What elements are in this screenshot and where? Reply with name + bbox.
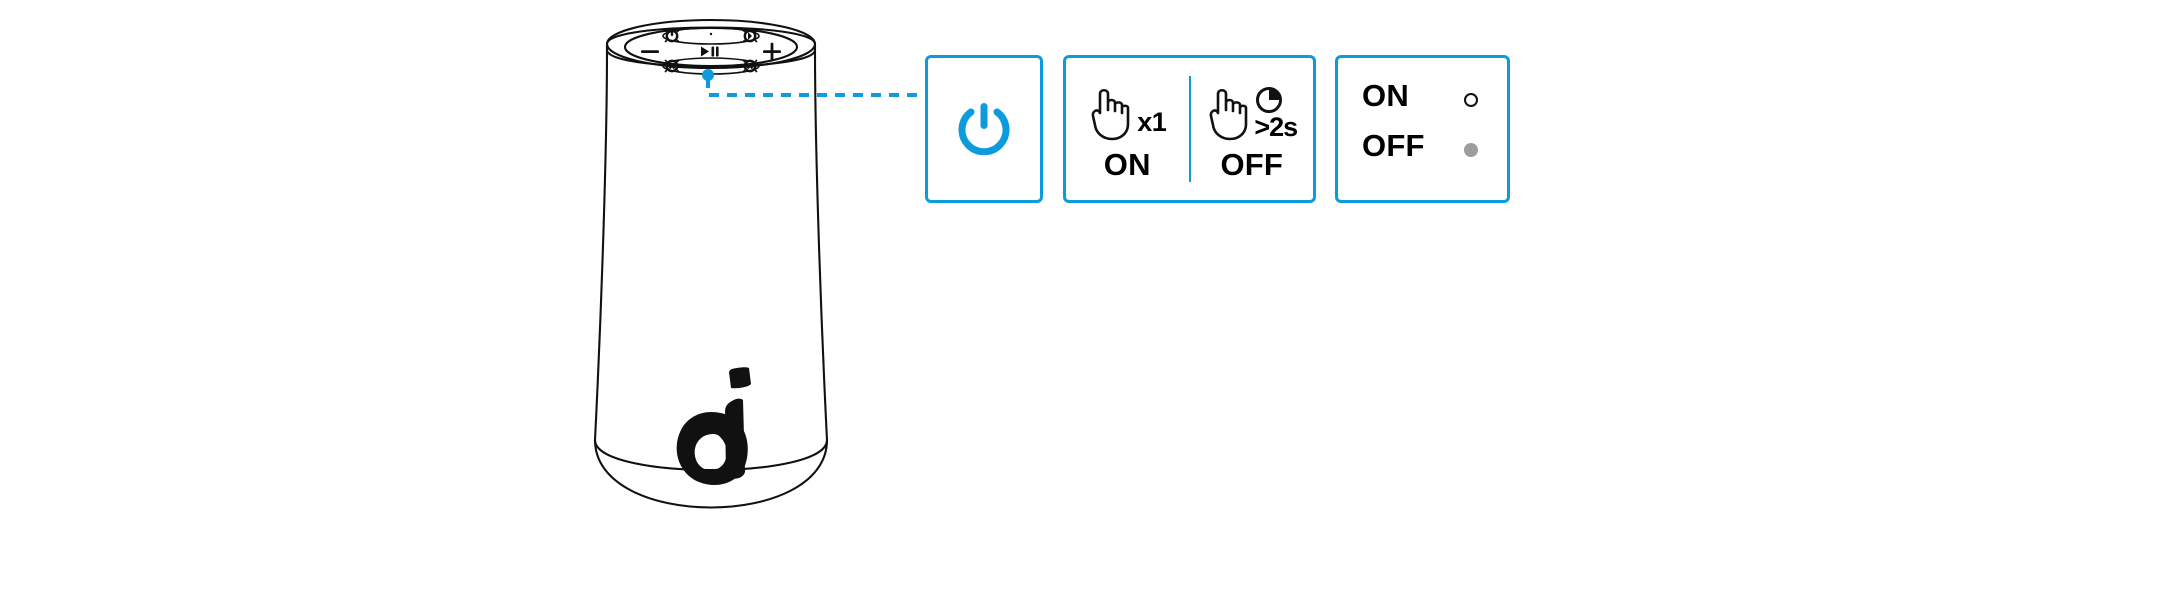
speaker-control-buttons (641, 42, 781, 61)
gesture-state-on: ON (1103, 147, 1151, 182)
volume-up-button[interactable] (763, 42, 781, 61)
tap-count-label: x1 (1137, 107, 1167, 137)
gesture-instruction-panel: x1 ON >2s OFF (1063, 55, 1316, 203)
led-legend-panel: ON OFF (1335, 55, 1510, 203)
callout-connector (702, 69, 975, 97)
power-mark-icon (664, 29, 680, 43)
tap-hand-icon (1091, 88, 1130, 141)
hold-duration-label: >2s (1254, 112, 1298, 143)
soundcore-logo (676, 367, 751, 485)
gesture-divider (1188, 76, 1191, 182)
gesture-cell-off: >2s OFF (1191, 58, 1314, 200)
top-center-dot (709, 32, 713, 36)
press-hold-hand-icon (1209, 88, 1248, 141)
top-panel-marks (664, 29, 758, 73)
led-indicator-on (1464, 92, 1478, 107)
speaker-right-side (813, 48, 829, 442)
callout-dashed-line (706, 78, 975, 97)
top-indicator-oval (662, 27, 760, 45)
gesture-cell-on: x1 ON (1066, 58, 1189, 200)
bluetooth-mark-icon (742, 29, 758, 43)
speaker-base-bottom (593, 438, 829, 509)
clock-icon (1256, 87, 1283, 114)
led-legend-row-off: OFF (1362, 130, 1478, 161)
speaker-illustration (593, 18, 829, 509)
led-indicator-off (1464, 142, 1478, 157)
speaker-left-side (593, 48, 609, 442)
led-legend-row-on: ON (1362, 80, 1478, 111)
power-symbol-icon (958, 103, 1010, 156)
gesture-state-off: OFF (1220, 147, 1284, 182)
logo-dash (729, 367, 751, 389)
light-mark-icon (742, 59, 758, 73)
callout-anchor-dot (702, 69, 714, 81)
led-label-on: ON (1362, 78, 1409, 113)
mode-mark-icon (664, 59, 680, 73)
logo-circle (676, 412, 748, 485)
speaker-base-seam (593, 438, 829, 472)
play-pause-button[interactable] (701, 46, 719, 57)
power-symbol-panel (925, 55, 1043, 203)
volume-down-button[interactable] (641, 50, 659, 53)
led-label-off: OFF (1362, 128, 1425, 163)
bottom-center-dot (709, 66, 713, 70)
